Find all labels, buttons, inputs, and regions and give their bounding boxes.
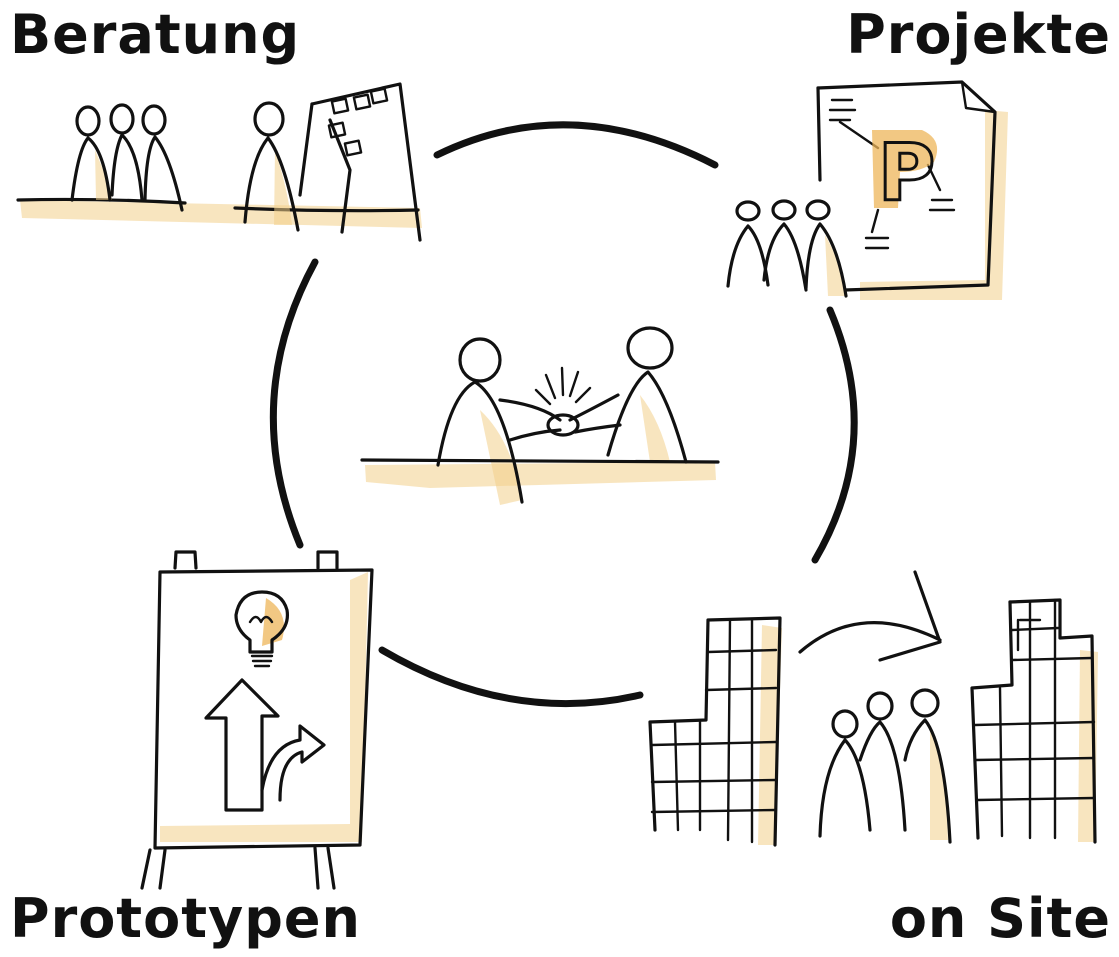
ring-arc-top <box>433 121 719 169</box>
handshake-icon <box>360 326 720 505</box>
project-document-icon: P <box>726 80 1008 300</box>
consulting-illustration-icon <box>16 82 422 242</box>
document-letter: P <box>878 129 935 219</box>
on-site-buildings-icon <box>648 570 1098 847</box>
label-projekte: Projekte <box>846 3 1111 66</box>
cycle-ring <box>269 121 858 708</box>
label-prototypen: Prototypen <box>10 887 361 950</box>
ring-arc-right <box>811 306 858 564</box>
ring-arc-bottom <box>378 646 644 708</box>
prototype-flipchart-icon <box>140 550 374 890</box>
label-on-site: on Site <box>889 887 1111 950</box>
label-beratung: Beratung <box>10 3 301 66</box>
ring-arc-left <box>269 258 319 549</box>
